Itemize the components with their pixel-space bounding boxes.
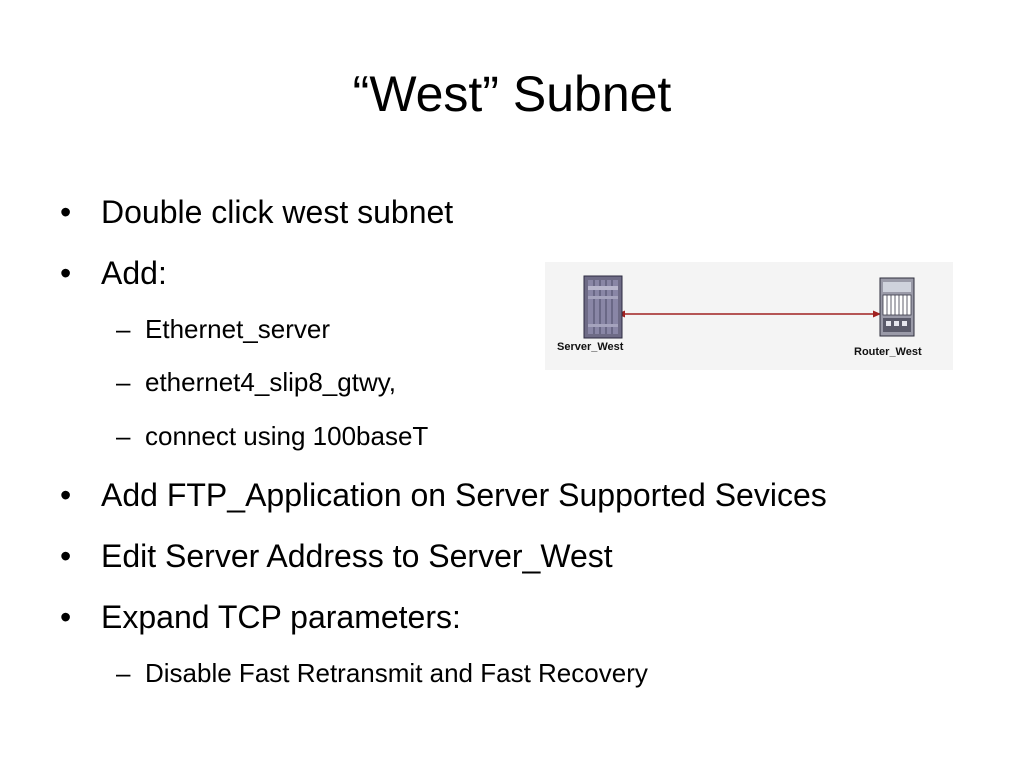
sub-list-item-text: ethernet4_slip8_gtwy,: [145, 367, 397, 397]
dash-glyph: –: [116, 658, 131, 688]
sub-list-item-text: Ethernet_server: [145, 314, 330, 344]
list-item-text: Double click west subnet: [101, 194, 454, 230]
server-label: Server_West: [557, 341, 624, 353]
bullet-glyph: •: [60, 477, 72, 513]
sub-list-item-text: connect using 100baseT: [145, 421, 429, 451]
bullet-glyph: •: [60, 194, 72, 230]
router-chassis-icon: [879, 277, 915, 337]
list-item-text: Add FTP_Application on Server Supported …: [101, 477, 827, 513]
bullet-glyph: •: [60, 255, 72, 291]
list-item-text: Expand TCP parameters:: [101, 599, 461, 635]
page-title: “West” Subnet: [352, 66, 672, 122]
sub-list-item-text: Disable Fast Retransmit and Fast Recover…: [145, 658, 648, 688]
network-diagram: Server_West Router_West: [545, 262, 953, 370]
list-item-text: Add:: [101, 255, 167, 291]
ethernet-link: [617, 310, 881, 318]
bullet-glyph: •: [60, 599, 72, 635]
list-item-text: Edit Server Address to Server_West: [101, 538, 613, 574]
router-label: Router_West: [854, 346, 922, 358]
dash-glyph: –: [116, 421, 131, 451]
dash-glyph: –: [116, 314, 131, 344]
bullet-glyph: •: [60, 538, 72, 574]
network-diagram-canvas: [583, 275, 915, 339]
dash-glyph: –: [116, 367, 131, 397]
server-tower-icon: [583, 275, 623, 339]
